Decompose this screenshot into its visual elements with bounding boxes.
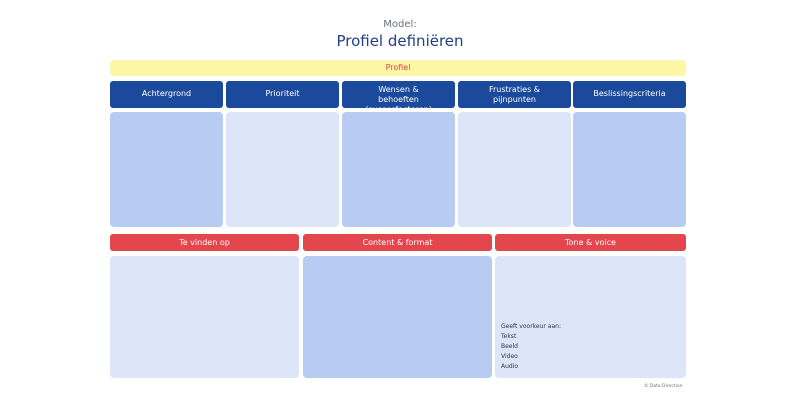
panel-prioriteit [226, 112, 339, 227]
preference-heading: Geeft voorkeur aan: [501, 323, 561, 330]
preference-item-video: Video [501, 353, 518, 360]
preference-item-tekst: Tekst [501, 333, 517, 340]
preference-list: Geeft voorkeur aan: Tekst Beeld Video Au… [501, 322, 561, 372]
page-title: Profiel definiëren [336, 32, 464, 50]
header-prioriteit: Prioriteit [226, 81, 339, 108]
panel-tone-voice [495, 256, 686, 378]
copyright-footer: © Data Direction [644, 384, 683, 389]
header-beslissingscriteria: Beslissingscriteria [573, 81, 686, 108]
header-te-vinden-op: Te vinden op [110, 234, 299, 251]
panel-beslissingscriteria [573, 112, 686, 227]
header-tone-voice: Tone & voice [495, 234, 686, 251]
header-achtergrond: Achtergrond [110, 81, 223, 108]
panel-te-vinden-op [110, 256, 299, 378]
header-frustraties-pijnpunten: Frustraties & pijnpunten [458, 81, 571, 108]
preference-item-audio: Audio [501, 363, 519, 370]
page-subtitle: Model: [383, 19, 417, 30]
panel-frustraties-pijnpunten [458, 112, 571, 227]
panel-content-format [303, 256, 492, 378]
header-content-format: Content & format [303, 234, 492, 251]
panel-achtergrond [110, 112, 223, 227]
header-wensen-behoeften: Wensen & behoeften (succesfactoren) [342, 81, 455, 114]
profile-bar: Profiel [110, 60, 686, 76]
panel-wensen-behoeften [342, 112, 455, 227]
preference-item-beeld: Beeld [501, 343, 518, 350]
